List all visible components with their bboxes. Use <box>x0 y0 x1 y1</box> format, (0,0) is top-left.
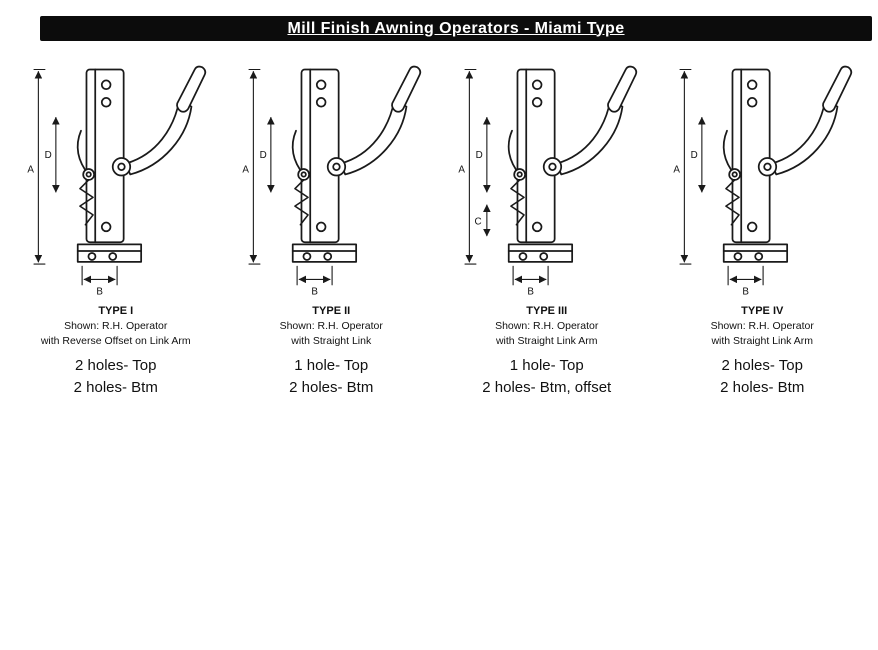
dimension-label-a: A <box>27 164 34 175</box>
operator-drawing: A D B <box>27 52 211 298</box>
shown-line: Shown: R.H. Operator <box>710 320 814 333</box>
link-line: with Straight Link <box>291 335 372 348</box>
dimension-label-c: C <box>474 217 481 228</box>
dimension-label-d: D <box>475 150 482 161</box>
operator-drawing: A D B <box>674 52 857 298</box>
holes-top-line: 2 holes- Top <box>75 356 157 374</box>
operator-column-type-2: A D B TYPE II Shown: R.H. Operator with … <box>224 52 440 400</box>
dimension-label-a: A <box>243 164 250 175</box>
type-title: TYPE I <box>98 305 134 317</box>
type-title: TYPE III <box>526 305 568 317</box>
page-header-bar: Mill Finish Awning Operators - Miami Typ… <box>40 16 872 41</box>
shown-line: Shown: R.H. Operator <box>495 320 599 333</box>
operator-drawing: A D C B <box>458 52 642 298</box>
holes-top-line: 1 hole- Top <box>294 356 369 374</box>
holes-btm-line: 2 holes- Btm <box>73 379 158 397</box>
operator-figure: A D B <box>667 52 857 298</box>
operator-columns: A D B TYPE I Shown: R.H. Operator with R… <box>8 52 870 400</box>
dimension-label-a: A <box>458 164 465 175</box>
type-title: TYPE II <box>312 305 351 317</box>
dimension-label-d: D <box>44 150 51 161</box>
page-title: Mill Finish Awning Operators - Miami Typ… <box>287 19 625 37</box>
holes-btm-line: 2 holes- Btm, offset <box>482 379 612 397</box>
dimension-label-b: B <box>96 287 103 298</box>
shown-line: Shown: R.H. Operator <box>279 320 383 333</box>
operator-figure: A D B <box>236 52 426 298</box>
dimension-label-b: B <box>743 287 750 298</box>
holes-btm-line: 2 holes- Btm <box>289 379 374 397</box>
dimension-label-b: B <box>312 287 319 298</box>
dimension-label-a: A <box>674 164 681 175</box>
shown-line: Shown: R.H. Operator <box>64 320 168 333</box>
operator-column-type-1: A D B TYPE I Shown: R.H. Operator with R… <box>8 52 224 400</box>
operator-column-type-3: A D C B TYPE III Shown: R.H. Operator wi… <box>439 52 655 400</box>
dimension-label-d: D <box>260 150 267 161</box>
operator-figure: A D B <box>21 52 211 298</box>
link-line: with Straight Link Arm <box>495 335 598 348</box>
dimension-label-b: B <box>527 287 534 298</box>
operator-drawing: A D B <box>243 52 426 298</box>
holes-btm-line: 2 holes- Btm <box>720 379 805 397</box>
operator-column-type-4: A D B TYPE IV Shown: R.H. Operator with … <box>655 52 871 400</box>
holes-top-line: 2 holes- Top <box>721 356 803 374</box>
holes-top-line: 1 hole- Top <box>509 356 584 374</box>
link-line: with Reverse Offset on Link Arm <box>40 335 191 348</box>
operator-figure: A D C B <box>452 52 642 298</box>
type-title: TYPE IV <box>741 305 784 317</box>
dimension-label-d: D <box>691 150 698 161</box>
link-line: with Straight Link Arm <box>711 335 814 348</box>
